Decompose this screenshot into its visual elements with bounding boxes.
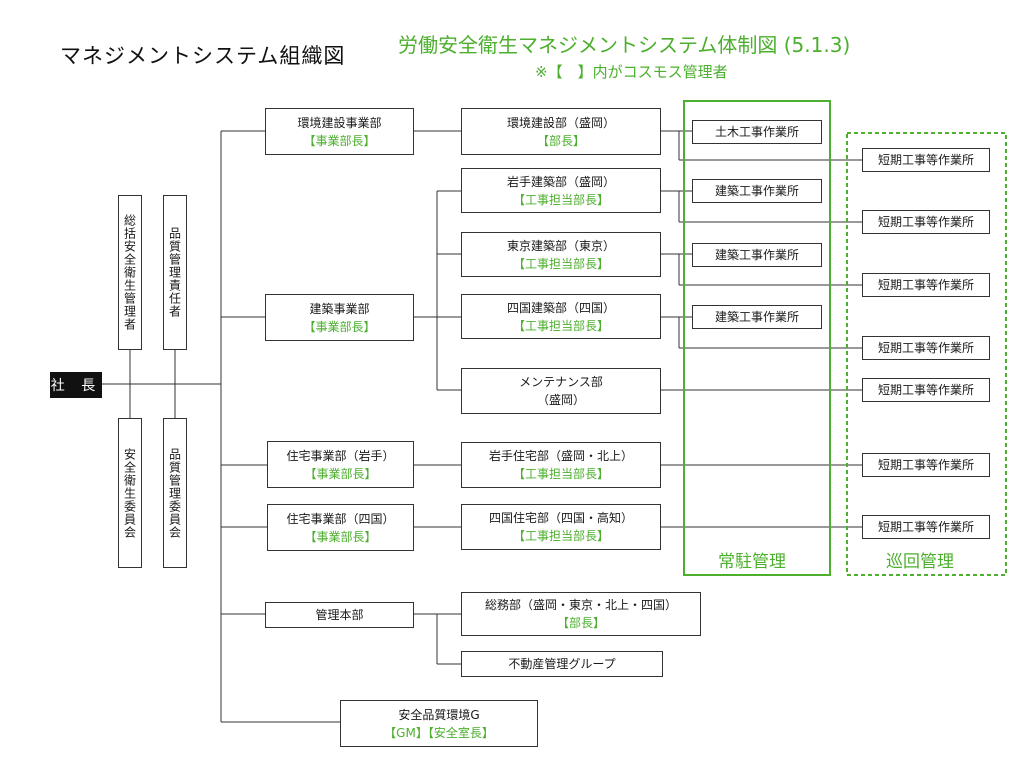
division-name: 住宅事業部（四国） (286, 511, 395, 526)
dept-name: 不動産管理グループ (508, 657, 616, 671)
patrol-zone-frame (846, 132, 1007, 576)
patrol-zone-label: 巡回管理 (886, 552, 954, 572)
chart-title-right: 労働安全衛生マネジメントシステム体制図 (5.1.3) (398, 33, 851, 57)
dept-role: 【工事担当部長】 (512, 192, 609, 207)
dept-role: 【工事担当部長】 (512, 256, 609, 271)
dept-role: 【部長】 (556, 616, 605, 630)
division-jutaku-shikoku: 住宅事業部（四国） 【事業部長】 (267, 504, 414, 551)
dept-name: 四国住宅部（四国・高知） (488, 511, 633, 525)
dept-role: 【工事担当部長】 (512, 467, 609, 481)
division-name: 住宅事業部（岩手） (286, 448, 395, 463)
division-role: 【事業部長】 (304, 466, 377, 481)
dept-name: 岩手建築部（盛岡） (506, 174, 615, 189)
ceo-box: 社 長 (50, 372, 102, 398)
division-name: 管理本部 (315, 608, 364, 622)
quality-committee-box: 品質管理委員会 (163, 418, 187, 568)
division-name: 安全品質環境G (398, 707, 480, 722)
division-anzen: 安全品質環境G 【GM】【安全室長】 (340, 700, 538, 747)
short-site-7: 短期工事等作業所 (862, 515, 990, 539)
dept-kankyo-morioka: 環境建設部（盛岡） 【部長】 (461, 108, 661, 155)
chart-title-left: マネジメントシステム組織図 (60, 44, 346, 68)
division-role: 【GM】【安全室長】 (384, 725, 494, 740)
division-name: 建築事業部 (309, 301, 370, 316)
site-kenchiku-2: 建築工事作業所 (692, 243, 822, 267)
dept-name: 四国建築部（四国） (506, 300, 615, 315)
site-doboku: 土木工事作業所 (692, 120, 822, 144)
division-name: 環境建設事業部 (297, 115, 382, 130)
division-kanri: 管理本部 (265, 602, 414, 628)
dept-name: メンテナンス部 (519, 375, 603, 389)
short-site-1: 短期工事等作業所 (862, 148, 990, 172)
short-site-3: 短期工事等作業所 (862, 273, 990, 297)
dept-fudosan: 不動産管理グループ (461, 651, 663, 677)
division-kankyo: 環境建設事業部 【事業部長】 (265, 108, 414, 155)
dept-sub: （盛岡） (536, 393, 585, 407)
dept-iwate-jutaku: 岩手住宅部（盛岡・北上） 【工事担当部長】 (461, 442, 661, 488)
site-kenchiku-1: 建築工事作業所 (692, 179, 822, 203)
short-site-6: 短期工事等作業所 (862, 453, 990, 477)
short-site-5: 短期工事等作業所 (862, 378, 990, 402)
division-role: 【事業部長】 (303, 133, 376, 148)
general-safety-manager-box: 総括安全衛生管理者 (118, 195, 142, 350)
dept-shikoku-jutaku: 四国住宅部（四国・高知） 【工事担当部長】 (461, 504, 661, 550)
division-jutaku-iwate: 住宅事業部（岩手） 【事業部長】 (267, 441, 414, 488)
dept-tokyo-kenchiku: 東京建築部（東京） 【工事担当部長】 (461, 232, 661, 277)
safety-committee-box: 安全衛生委員会 (118, 418, 142, 568)
chart-note: ※【 】内がコスモス管理者 (535, 63, 728, 81)
division-role: 【事業部長】 (304, 529, 377, 544)
dept-role: 【工事担当部長】 (512, 318, 609, 333)
resident-zone-label: 常駐管理 (718, 552, 786, 572)
division-role: 【事業部長】 (303, 319, 376, 334)
dept-role: 【部長】 (536, 133, 585, 148)
dept-name: 総務部（盛岡・東京・北上・四国） (484, 598, 677, 612)
division-kenchiku: 建築事業部 【事業部長】 (265, 294, 414, 341)
dept-role: 【工事担当部長】 (512, 529, 609, 543)
dept-somu: 総務部（盛岡・東京・北上・四国） 【部長】 (461, 592, 701, 636)
quality-manager-box: 品質管理責任者 (163, 195, 187, 350)
dept-name: 東京建築部（東京） (506, 238, 615, 253)
dept-shikoku-kenchiku: 四国建築部（四国） 【工事担当部長】 (461, 294, 661, 339)
short-site-2: 短期工事等作業所 (862, 210, 990, 234)
dept-maintenance: メンテナンス部 （盛岡） (461, 368, 661, 414)
dept-name: 岩手住宅部（盛岡・北上） (488, 449, 633, 463)
resident-zone-frame (683, 100, 831, 576)
short-site-4: 短期工事等作業所 (862, 336, 990, 360)
site-kenchiku-3: 建築工事作業所 (692, 305, 822, 329)
dept-iwate-kenchiku: 岩手建築部（盛岡） 【工事担当部長】 (461, 168, 661, 213)
dept-name: 環境建設部（盛岡） (506, 115, 615, 130)
